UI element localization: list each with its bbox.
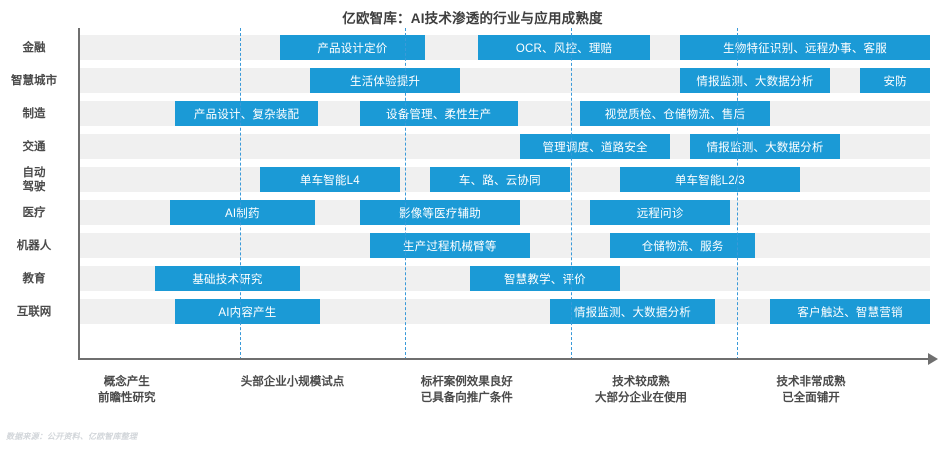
source-note: 数据来源：公开资料、亿欧智库整理: [6, 432, 138, 441]
maturity-bar[interactable]: 生物特征识别、远程办事、客服: [680, 35, 930, 60]
row-track: AI内容产生 情报监测、大数据分析 客户触达、智慧营销: [80, 295, 930, 328]
y-axis-line: [78, 28, 80, 359]
x-axis-stage-label-line: 技术较成熟: [612, 376, 670, 388]
row-track: 管理调度、道路安全情报监测、大数据分析: [80, 130, 930, 163]
maturity-bar[interactable]: 产品设计、复杂装配: [175, 101, 318, 126]
stage-divider: [404, 28, 406, 360]
chart-row: 教育 基础技术研究 智慧教学、评价: [0, 262, 945, 295]
x-axis-stage-label-line: 技术非常成熟: [776, 376, 846, 388]
row-label-line: 交通: [22, 140, 46, 153]
maturity-bar[interactable]: 远程问诊: [590, 200, 731, 225]
row-label-7: 教育: [0, 262, 68, 295]
chart-plot-area: 金融 产品设计定价 OCR、风控、理赔 生物特征识别、远程办事、客服智慧城市 生活体验提…: [0, 28, 945, 368]
x-axis-stage-labels: 概念产生前瞻性研究头部企业小规模试点标杆案例效果良好已具备向推广条件技术较成熟大…: [0, 374, 945, 414]
x-axis-stage-label-line: 已全面铺开: [782, 392, 840, 404]
row-label-line: 互联网: [16, 305, 52, 318]
row-label-4: 自动驾驶: [0, 163, 68, 196]
stage-divider: [571, 28, 573, 360]
row-label-6: 机器人: [0, 229, 68, 262]
x-axis-stage-label-line: 已具备向推广条件: [420, 392, 513, 404]
chart-row: 交通 管理调度、道路安全情报监测、大数据分析: [0, 130, 945, 163]
chart-row: 医疗 AI制药 影像等医疗辅助 远程问诊: [0, 196, 945, 229]
maturity-bar[interactable]: 管理调度、道路安全: [520, 134, 670, 159]
x-axis-stage-label-4: 技术非常成熟已全面铺开: [721, 374, 901, 406]
row-label-1: 智慧城市: [0, 64, 68, 97]
row-track: 单车智能L4 车、路、云协同 单车智能L2/3: [80, 163, 930, 196]
row-label-2: 制造: [0, 97, 68, 130]
x-axis-line: [78, 358, 930, 360]
row-label-line: 自动: [22, 166, 46, 179]
x-axis-stage-label-line: 概念产生: [103, 376, 150, 388]
maturity-bar[interactable]: 客户触达、智慧营销: [770, 299, 930, 324]
x-axis-stage-label-2: 标杆案例效果良好已具备向推广条件: [377, 374, 557, 406]
row-label-8: 互联网: [0, 295, 68, 328]
chart-row: 金融 产品设计定价 OCR、风控、理赔 生物特征识别、远程办事、客服: [0, 31, 945, 64]
stage-divider: [737, 28, 739, 360]
row-track: 产品设计定价 OCR、风控、理赔 生物特征识别、远程办事、客服: [80, 31, 930, 64]
chart-row: 互联网 AI内容产生 情报监测、大数据分析 客户触达、智慧营销: [0, 295, 945, 328]
row-track: AI制药 影像等医疗辅助 远程问诊: [80, 196, 930, 229]
maturity-bar[interactable]: OCR、风控、理赔: [477, 35, 651, 60]
row-label-line: 教育: [22, 272, 46, 285]
row-label-line: 智慧城市: [11, 74, 57, 87]
row-track: 基础技术研究 智慧教学、评价: [80, 262, 930, 295]
x-axis-arrow-icon: [928, 353, 938, 365]
maturity-bar[interactable]: 智慧教学、评价: [470, 266, 620, 291]
maturity-bar[interactable]: 视觉质检、仓储物流、售后: [579, 101, 771, 126]
maturity-bar[interactable]: 情报监测、大数据分析: [550, 299, 715, 324]
chart-rows: 金融 产品设计定价 OCR、风控、理赔 生物特征识别、远程办事、客服智慧城市 生活体验提…: [0, 28, 945, 358]
chart-row: 智慧城市 生活体验提升 情报监测、大数据分析 安防: [0, 64, 945, 97]
row-label-line: 医疗: [22, 206, 46, 219]
maturity-bar[interactable]: 影像等医疗辅助: [359, 200, 521, 225]
x-axis-stage-label-3: 技术较成熟大部分企业在使用: [551, 374, 731, 406]
maturity-bar[interactable]: 情报监测、大数据分析: [690, 134, 840, 159]
maturity-bar[interactable]: 设备管理、柔性生产: [359, 101, 518, 126]
row-label-line: 机器人: [16, 239, 52, 252]
x-axis-stage-label-line: 大部分企业在使用: [595, 392, 687, 404]
maturity-bar[interactable]: 单车智能L4: [260, 167, 400, 192]
x-axis-stage-label-line: 头部企业小规模试点: [240, 376, 345, 388]
row-label-line: 金融: [22, 41, 46, 54]
row-label-0: 金融: [0, 31, 68, 64]
chart-row: 制造 产品设计、复杂装配 设备管理、柔性生产 视觉质检、仓储物流、售后: [0, 97, 945, 130]
chart-row: 机器人 生产过程机械臂等 仓储物流、服务: [0, 229, 945, 262]
maturity-bar[interactable]: 产品设计定价: [279, 35, 426, 60]
maturity-bar[interactable]: 安防: [860, 68, 930, 93]
maturity-bar[interactable]: 生活体验提升: [310, 68, 460, 93]
row-label-line: 制造: [22, 107, 46, 120]
row-track: 生活体验提升 情报监测、大数据分析 安防: [80, 64, 930, 97]
page-title: 亿欧智库：AI技术渗透的行业与应用成熟度: [342, 11, 603, 26]
maturity-bar[interactable]: 车、路、云协同: [430, 167, 570, 192]
row-label-5: 医疗: [0, 196, 68, 229]
maturity-bar[interactable]: AI制药: [170, 200, 315, 225]
maturity-bar[interactable]: 生产过程机械臂等: [369, 233, 530, 258]
maturity-bar[interactable]: 仓储物流、服务: [610, 233, 755, 258]
x-axis-stage-label-1: 头部企业小规模试点: [203, 374, 383, 390]
row-track: 生产过程机械臂等 仓储物流、服务: [80, 229, 930, 262]
chart-row: 自动驾驶 单车智能L4 车、路、云协同 单车智能L2/3: [0, 163, 945, 196]
row-label-3: 交通: [0, 130, 68, 163]
row-label-line: 驾驶: [22, 180, 46, 193]
x-axis-stage-label-line: 前瞻性研究: [98, 392, 156, 404]
maturity-bar[interactable]: AI内容产生: [175, 299, 320, 324]
x-axis-stage-label-0: 概念产生前瞻性研究: [37, 374, 217, 406]
maturity-bar[interactable]: 情报监测、大数据分析: [680, 68, 830, 93]
maturity-bar[interactable]: 单车智能L2/3: [619, 167, 800, 192]
maturity-bar[interactable]: 基础技术研究: [154, 266, 301, 291]
row-track: 产品设计、复杂装配 设备管理、柔性生产 视觉质检、仓储物流、售后: [80, 97, 930, 130]
stage-divider: [239, 28, 241, 360]
x-axis-stage-label-line: 标杆案例效果良好: [420, 376, 513, 388]
